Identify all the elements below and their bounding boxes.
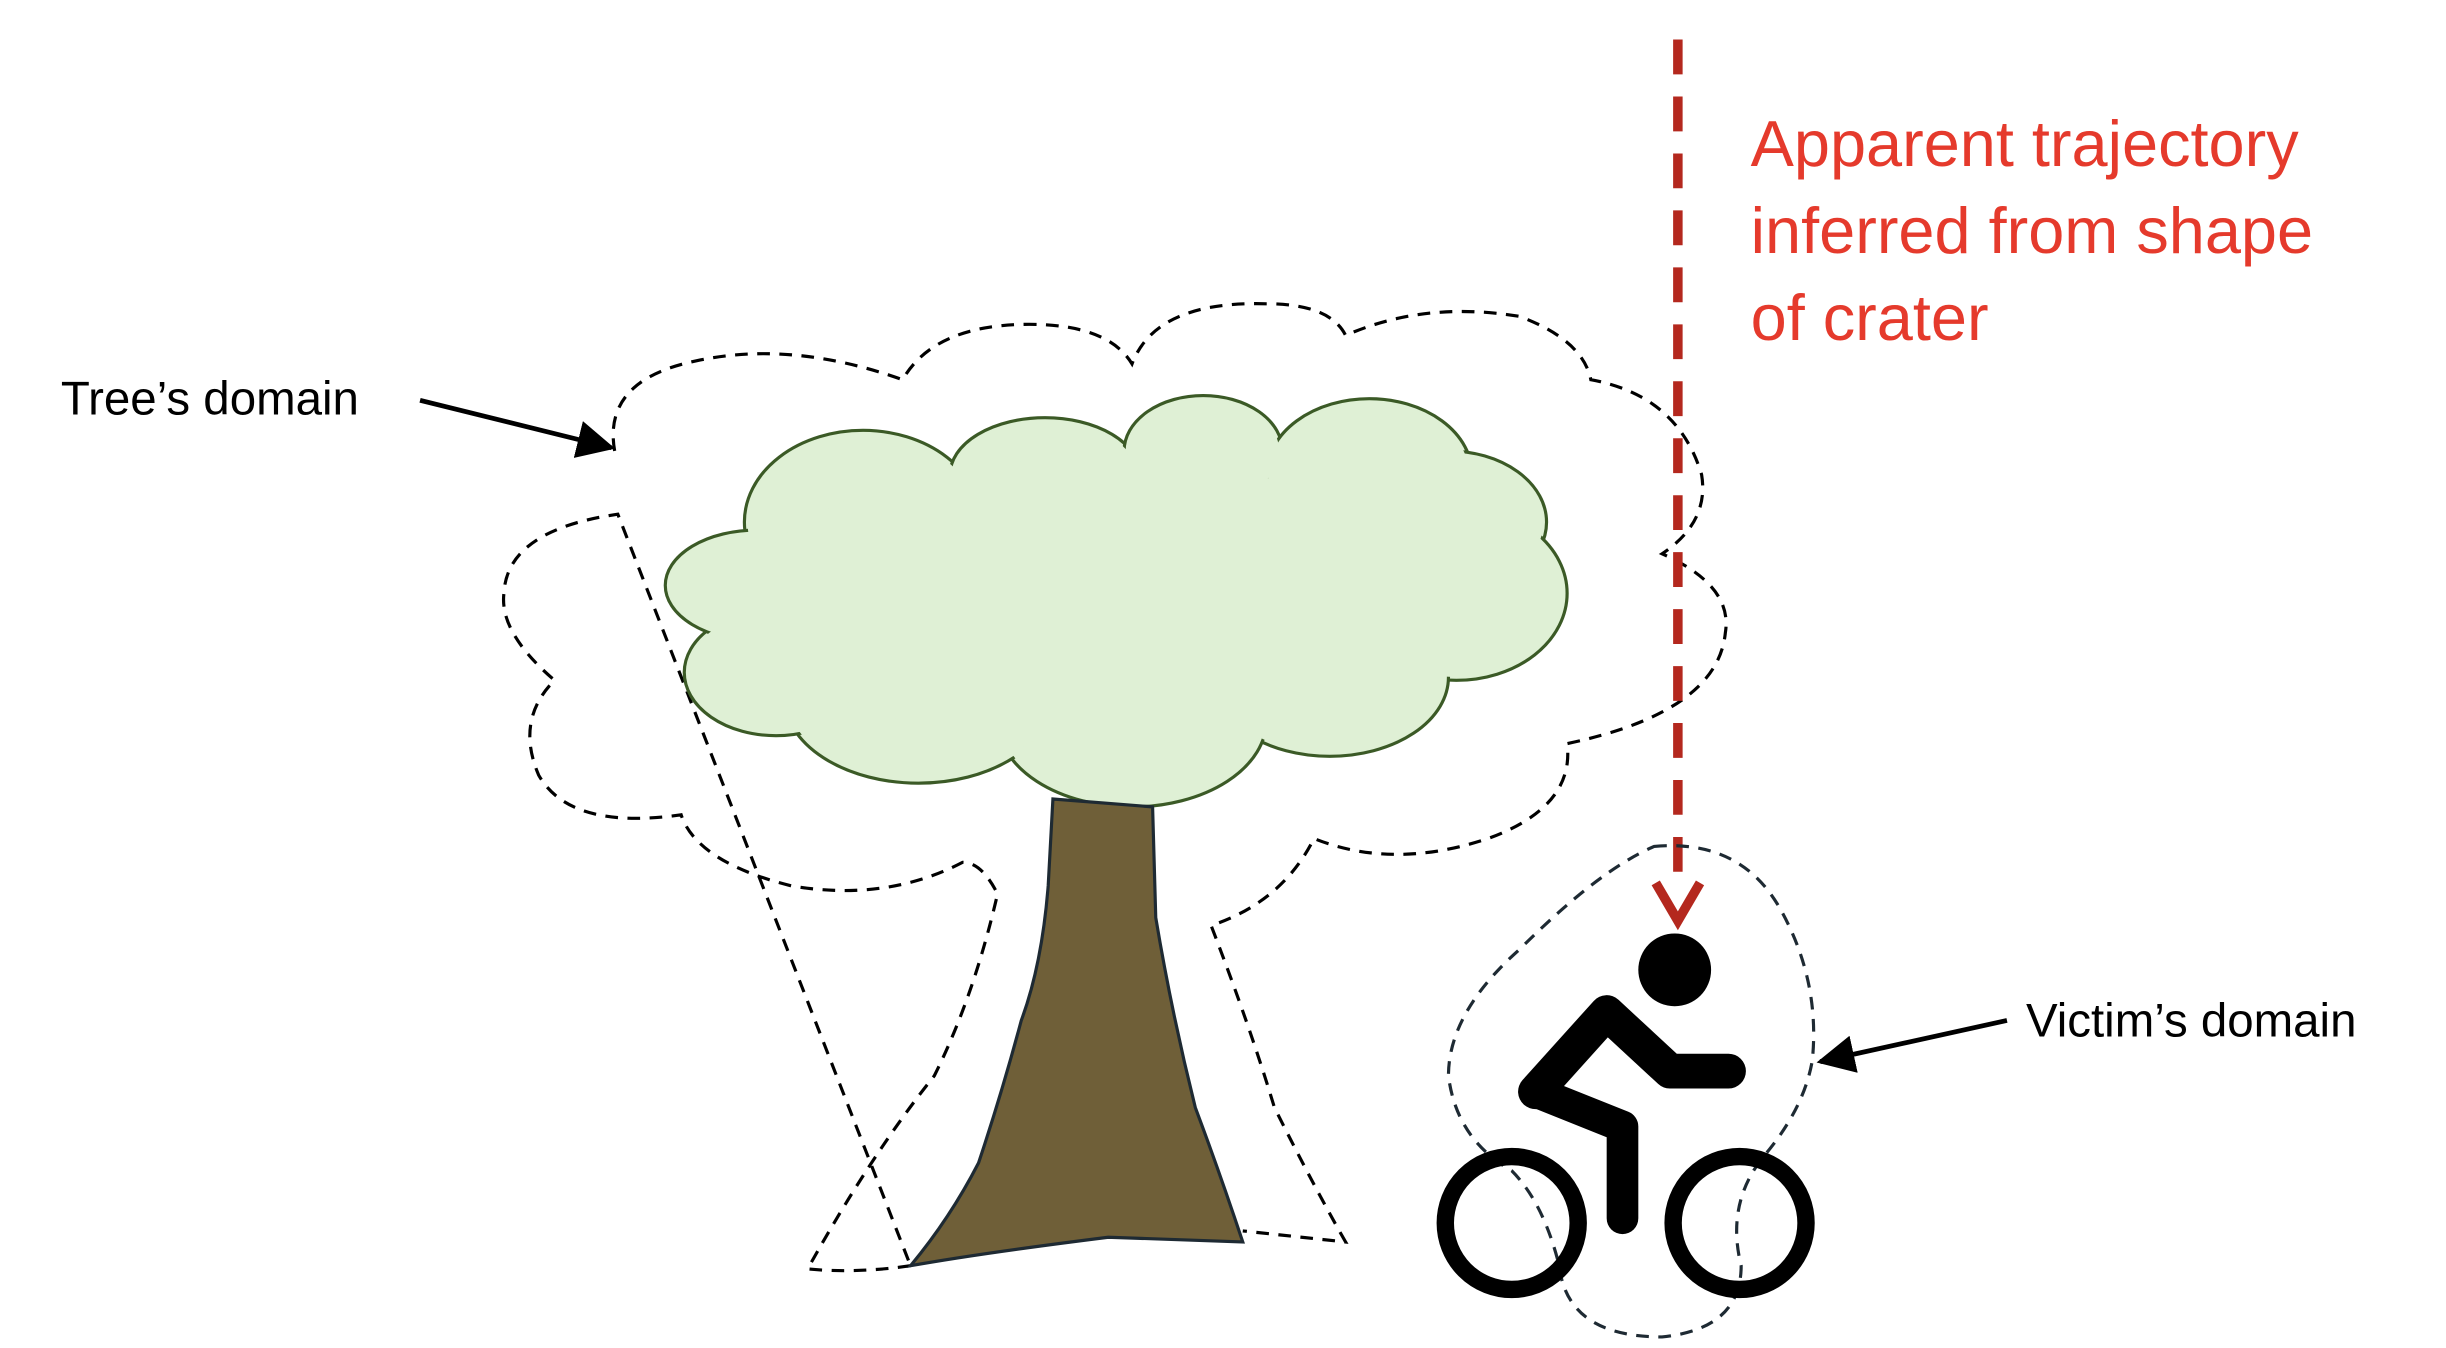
- tree-domain-label: Tree’s domain: [61, 373, 359, 426]
- tree-domain-arrow: [419, 397, 616, 458]
- trajectory-arrowhead-icon: [1651, 880, 1705, 931]
- victim-domain-label: Victim’s domain: [2026, 994, 2357, 1047]
- cyclist-icon: [1436, 933, 1815, 1299]
- trajectory-label: Apparent trajectory inferred from shape …: [1751, 107, 2331, 354]
- victim-domain-outline: [1446, 844, 1816, 1339]
- victim-domain-arrow: [1816, 1018, 2008, 1073]
- tree-trunk: [906, 797, 1245, 1269]
- tree-domain-outline: [501, 302, 1728, 1273]
